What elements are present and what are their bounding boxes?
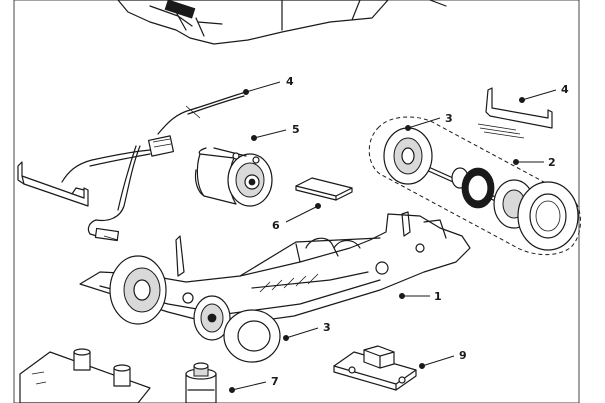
left-bracket bbox=[17, 161, 89, 207]
callout-pad: 6 bbox=[272, 219, 280, 232]
motor bbox=[194, 147, 273, 207]
callout-bracket-right: 4 bbox=[561, 83, 569, 96]
callout-axle: 2 bbox=[548, 156, 556, 169]
callout-wheel-rear: 3 bbox=[445, 112, 453, 125]
callout-motor: 5 bbox=[292, 123, 300, 136]
callout-wheel-front: 3 bbox=[323, 321, 331, 334]
chassis-front-wheel bbox=[109, 255, 167, 325]
pad bbox=[295, 177, 353, 201]
electronics-plate bbox=[333, 345, 417, 391]
chassis bbox=[79, 211, 471, 327]
callout-guide: 7 bbox=[271, 375, 279, 388]
wire-harness bbox=[61, 91, 247, 242]
right-bracket bbox=[477, 87, 553, 139]
rear-axle-assembly bbox=[368, 116, 581, 255]
leader-lines bbox=[228, 81, 557, 393]
guide bbox=[185, 362, 217, 403]
car-body-shell bbox=[117, 0, 447, 45]
guide-plate bbox=[19, 348, 151, 403]
callout-chassis: 1 bbox=[434, 290, 442, 303]
diagram-frame bbox=[13, 0, 580, 403]
callout-plate: 9 bbox=[459, 349, 467, 362]
front-wheel-set bbox=[193, 295, 281, 363]
callout-wires-left: 4 bbox=[286, 75, 294, 88]
